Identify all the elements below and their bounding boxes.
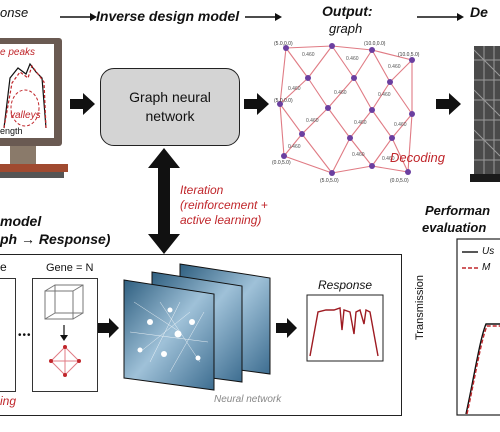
output-label: Output: xyxy=(322,3,373,19)
arrow-icon xyxy=(436,93,461,115)
edge-label: 0.460 xyxy=(382,156,395,162)
unit-cell-graph-icon xyxy=(44,284,84,377)
decoding-label: Decoding xyxy=(390,150,445,165)
valleys-label: valleys xyxy=(10,110,41,121)
performance-title-line2: evaluation xyxy=(422,220,487,235)
nn-caption: Neural network xyxy=(214,394,282,405)
node-label: (0.0,5.0) xyxy=(390,178,409,184)
edge-label: 0.460 xyxy=(302,52,315,58)
performance-title-line1: Performan xyxy=(425,203,491,218)
node-label: (5.0,0.0) xyxy=(274,41,293,47)
edge-label: 0.460 xyxy=(288,144,301,150)
legend-label-2: M xyxy=(482,262,491,273)
output-graph: (5.0,0.0) (10.0,0.0) (5.0,0.0) (10.0,5.0… xyxy=(272,41,420,184)
performance-ylabel: Transmission xyxy=(414,275,426,340)
decoding-fragment: De xyxy=(470,4,488,20)
monitor-graphic xyxy=(0,38,68,178)
response-fragment: onse xyxy=(0,5,29,20)
response-label: Response xyxy=(318,278,373,292)
length-label: ength xyxy=(0,126,23,136)
iteration-double-arrow xyxy=(148,148,180,254)
edge-label: 0.460 xyxy=(288,86,301,92)
peaks-label: e peaks xyxy=(0,47,36,58)
arrow-icon xyxy=(98,318,119,338)
node-label: (10.0,5.0) xyxy=(398,52,420,58)
edge-label: 0.460 xyxy=(352,152,365,158)
arrow-icon xyxy=(245,13,282,21)
forward-title-line2: ph → Response) xyxy=(0,231,111,247)
encoding-fragment: ing xyxy=(0,394,17,408)
node-label: (5.0,5.0) xyxy=(320,178,339,184)
inverse-design-label: Inverse design model xyxy=(96,8,240,24)
forward-title-line1: model xyxy=(0,213,42,229)
arrow-icon xyxy=(276,318,297,338)
gene-card xyxy=(32,278,98,392)
iteration-text: Iteration (reinforcement + active learni… xyxy=(180,183,268,227)
edge-label: 0.460 xyxy=(388,64,401,70)
edge-label: 0.460 xyxy=(354,120,367,126)
node-label: (10.0,0.0) xyxy=(364,41,386,47)
node-label: (0.0,5.0) xyxy=(272,160,291,166)
gnn-label: Graph neural network xyxy=(129,89,211,124)
ellipsis-dots: ••• xyxy=(18,330,32,341)
output-sublabel: graph xyxy=(329,21,363,36)
edge-label: 0.460 xyxy=(394,122,407,128)
arrow-icon xyxy=(244,93,269,115)
edge-label: 0.460 xyxy=(306,118,319,124)
node-label: (5.0,0.0) xyxy=(274,98,293,104)
legend-label-1: Us xyxy=(482,246,495,257)
edge-label: 0.460 xyxy=(334,90,347,96)
neural-network-layers xyxy=(123,263,271,391)
lattice-structure-image xyxy=(470,46,500,182)
response-plot xyxy=(306,294,384,362)
arrow-icon xyxy=(70,93,95,115)
gene-n-label: Gene = N xyxy=(46,262,94,274)
gene-e-label: e xyxy=(0,260,7,274)
arrow-icon xyxy=(417,13,464,21)
gene-card-partial xyxy=(0,278,16,392)
performance-plot xyxy=(456,238,500,416)
edge-label: 0.460 xyxy=(378,92,391,98)
edge-label: 0.460 xyxy=(346,56,359,62)
gnn-box: Graph neural network xyxy=(100,68,240,146)
arrow-icon xyxy=(60,13,97,21)
